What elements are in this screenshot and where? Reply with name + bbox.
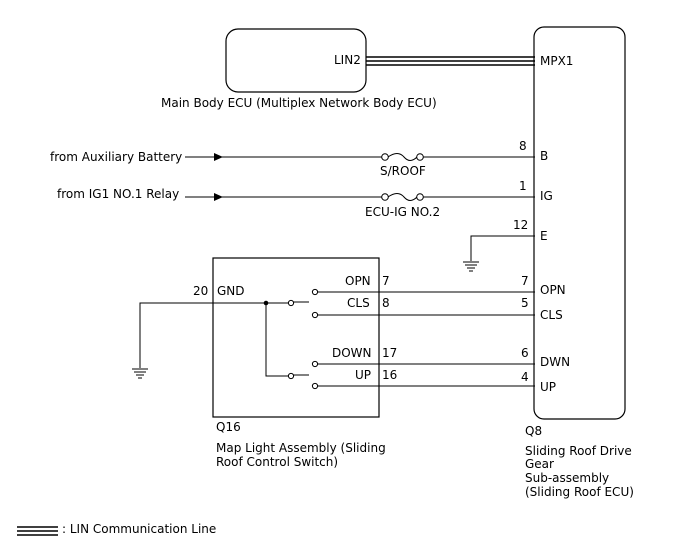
switch-pivot-down-up <box>287 372 295 380</box>
q8-id: Q8 <box>525 424 542 438</box>
q8-pin-dwn-label: DWN <box>540 355 570 369</box>
legend-lin-line-icon <box>17 526 58 536</box>
fuse-sroof-terminal-left <box>381 153 389 161</box>
ground-icon <box>132 368 148 379</box>
switch-pivot-open-close <box>287 299 295 307</box>
switch-contact-cls <box>311 311 319 319</box>
q16-pin-down-number: 17 <box>382 346 397 360</box>
q8-pin-b-label: B <box>540 149 548 163</box>
switch-contact-up <box>311 382 319 390</box>
q16-pin-cls-number: 8 <box>382 296 390 310</box>
main-ecu-port-lin2: LIN2 <box>334 53 361 67</box>
q16-pin-opn-label: OPN <box>345 274 371 288</box>
legend-label: : LIN Communication Line <box>62 522 216 536</box>
main-ecu-caption: Main Body ECU (Multiplex Network Body EC… <box>161 96 437 110</box>
wire-e-ground <box>470 235 535 261</box>
q8-pin-cls-label: CLS <box>540 308 563 322</box>
lin-communication-line <box>366 56 535 66</box>
switch-contact-down <box>311 360 319 368</box>
q8-name-line-3: Sub-assembly <box>525 471 609 485</box>
source-aux-battery: from Auxiliary Battery <box>50 150 182 164</box>
fuse-icon <box>387 153 418 161</box>
q16-pin-opn-number: 7 <box>382 274 390 288</box>
q16-id: Q16 <box>216 420 241 434</box>
q8-pin-opn-number: 7 <box>521 274 529 288</box>
fuse-ecu-ig-label: ECU-IG NO.2 <box>365 205 440 219</box>
q16-name-line-1: Map Light Assembly (Sliding <box>216 441 386 455</box>
q8-pin-opn-label: OPN <box>540 283 566 297</box>
q16-pin-down-label: DOWN <box>332 346 372 360</box>
q8-pin-mpx1-label: MPX1 <box>540 54 573 68</box>
q8-pin-e-label: E <box>540 229 548 243</box>
q8-pin-cls-number: 5 <box>521 296 529 310</box>
fuse-ecu-ig-terminal-left <box>381 193 389 201</box>
q8-pin-b-number: 8 <box>519 139 527 153</box>
q8-pin-up-number: 4 <box>521 370 529 384</box>
q8-pin-ig-number: 1 <box>519 179 527 193</box>
q8-name-line-4: (Sliding Roof ECU) <box>525 485 634 499</box>
fuse-sroof-label: S/ROOF <box>380 164 426 178</box>
q8-pin-ig-label: IG <box>540 189 553 203</box>
q8-sliding-roof-ecu-box <box>533 26 626 420</box>
source-ig1-relay: from IG1 NO.1 Relay <box>57 187 179 201</box>
q16-name-line-2: Roof Control Switch) <box>216 455 338 469</box>
q16-switch-box <box>212 257 380 418</box>
q16-pin-cls-label: CLS <box>347 296 370 310</box>
q8-name-line-2: Gear <box>525 457 554 471</box>
ground-icon <box>463 261 479 272</box>
fuse-icon <box>387 193 418 201</box>
q16-pin-up-number: 16 <box>382 368 397 382</box>
q8-name-line-1: Sliding Roof Drive <box>525 444 632 458</box>
wire-q16-ground <box>139 302 213 368</box>
fuse-ecu-ig-terminal-right <box>416 193 424 201</box>
q8-pin-up-label: UP <box>540 380 556 394</box>
q16-internal-branch <box>265 303 288 377</box>
switch-contact-opn <box>311 288 319 296</box>
q8-pin-dwn-number: 6 <box>521 346 529 360</box>
q16-pin-gnd-number: 20 <box>193 284 208 298</box>
q16-pin-up-label: UP <box>355 368 371 382</box>
q8-pin-e-number: 12 <box>513 218 528 232</box>
fuse-sroof-terminal-right <box>416 153 424 161</box>
q16-pin-gnd-label: GND <box>217 284 245 298</box>
